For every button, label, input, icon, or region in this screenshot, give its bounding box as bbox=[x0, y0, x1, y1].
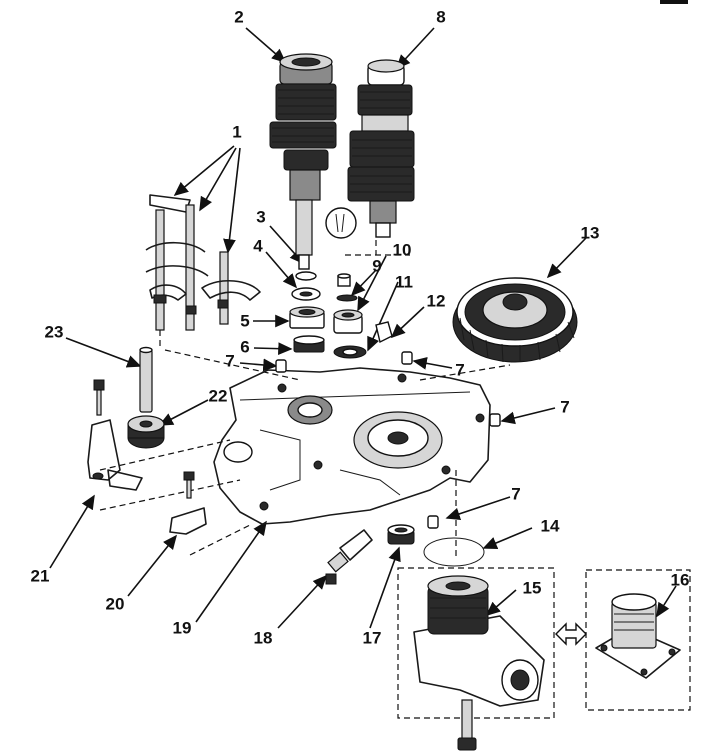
shift-forks bbox=[145, 194, 261, 331]
callout-6: 6 bbox=[240, 337, 250, 357]
output-shaft-assembly bbox=[347, 59, 415, 238]
lever-20 bbox=[169, 471, 207, 535]
extension-housing-15 bbox=[397, 567, 555, 751]
callout-2: 2 bbox=[234, 7, 244, 27]
corner-mark bbox=[660, 0, 688, 4]
callout-7-right-upper: 7 bbox=[455, 360, 465, 380]
differential-ring-gear bbox=[452, 277, 578, 363]
transmission-case bbox=[213, 367, 491, 525]
callout-16: 16 bbox=[670, 570, 690, 590]
input-shaft-assembly bbox=[269, 53, 337, 270]
callout-3: 3 bbox=[256, 207, 266, 227]
alignment-lines bbox=[99, 240, 511, 560]
callout-4: 4 bbox=[253, 236, 263, 256]
callout-5: 5 bbox=[240, 311, 250, 331]
leader-lines bbox=[49, 27, 677, 629]
pin-23 bbox=[139, 346, 153, 413]
callout-10: 10 bbox=[392, 240, 412, 260]
callout-15: 15 bbox=[522, 578, 542, 598]
seal-17 bbox=[387, 524, 415, 545]
callout-23: 23 bbox=[44, 322, 64, 342]
callout-13: 13 bbox=[580, 223, 600, 243]
callout-14: 14 bbox=[540, 516, 560, 536]
callout-21: 21 bbox=[30, 566, 50, 586]
callout-9: 9 bbox=[372, 256, 382, 276]
callout-17: 17 bbox=[362, 628, 382, 648]
o-ring-14 bbox=[423, 537, 485, 567]
callout-7-left: 7 bbox=[225, 351, 235, 371]
dowel-pins bbox=[275, 351, 501, 529]
cover-16 bbox=[585, 569, 691, 711]
callout-20: 20 bbox=[105, 594, 125, 614]
callout-18: 18 bbox=[253, 628, 273, 648]
callout-7-far-right: 7 bbox=[560, 397, 570, 417]
callout-1: 1 bbox=[232, 122, 242, 142]
callout-8: 8 bbox=[436, 7, 446, 27]
callout-7-lower-right: 7 bbox=[511, 484, 521, 504]
alternative-arrow bbox=[555, 622, 587, 646]
callout-11: 11 bbox=[395, 272, 413, 292]
output-bearings bbox=[333, 273, 393, 359]
callout-19: 19 bbox=[172, 618, 192, 638]
snap-ring-symbol bbox=[325, 207, 357, 239]
bracket-21 bbox=[87, 379, 143, 491]
sensor-18 bbox=[325, 529, 373, 585]
gear-22 bbox=[127, 415, 165, 449]
callout-12: 12 bbox=[426, 291, 446, 311]
callout-22: 22 bbox=[208, 386, 228, 406]
input-bearings bbox=[289, 271, 325, 353]
